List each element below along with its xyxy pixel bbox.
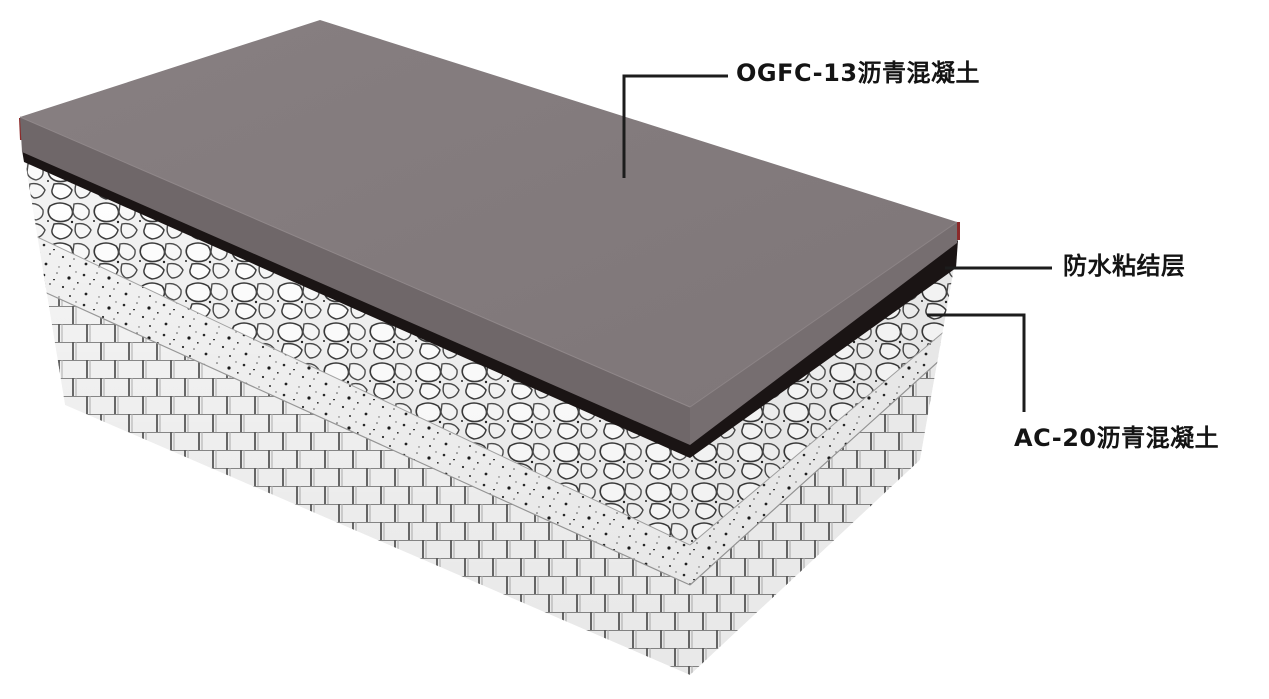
label-waterproof-bonding-layer: 防水粘结层 [1063, 252, 1186, 280]
membrane-right [690, 240, 958, 458]
label-ac-20: AC-20沥青混凝土 [1014, 424, 1220, 452]
right-ac20-layer [690, 262, 955, 545]
front-face [25, 160, 690, 675]
surface-right-side [690, 222, 957, 445]
leader-ac20 [927, 313, 1026, 412]
label-ogfc-13: OGFC-13沥青混凝土 [736, 59, 981, 87]
membrane-front [22, 150, 690, 458]
right-face [690, 262, 955, 675]
leader-ogfc [622, 74, 728, 178]
surface-top [20, 20, 957, 407]
surface-front-side [20, 117, 690, 445]
